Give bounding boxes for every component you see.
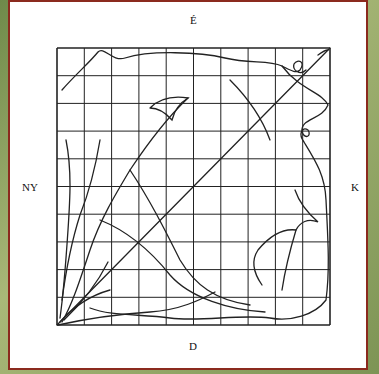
map-panel	[8, 0, 368, 370]
north-label: É	[190, 14, 197, 26]
south-label: D	[189, 340, 197, 352]
east-label: K	[351, 181, 359, 193]
west-label: NY	[22, 181, 38, 193]
